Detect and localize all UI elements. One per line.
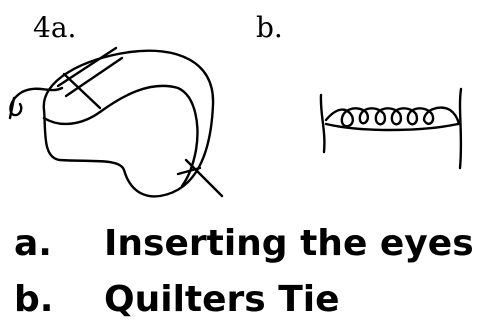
ear-inner-outline xyxy=(42,84,199,188)
figure-label-a: 4a. xyxy=(33,11,77,44)
thread-tail xyxy=(9,86,64,117)
ear-outer-outline xyxy=(42,49,215,198)
needle-line-2 xyxy=(64,56,124,98)
tie-bottom-line xyxy=(324,122,460,132)
caption-text: Inserting the eyes xyxy=(104,223,474,264)
caption-letter: b. xyxy=(14,279,54,320)
caption-letter: a. xyxy=(14,223,52,264)
needle-exit-2 xyxy=(176,166,202,176)
needle-line-1 xyxy=(56,46,118,88)
thread-tail-2 xyxy=(8,96,16,120)
sketch-figure: 4a. b. xyxy=(8,11,463,198)
tie-loops xyxy=(324,106,461,128)
sketch-drawing xyxy=(8,46,463,198)
tie-right-post xyxy=(458,87,463,170)
caption-item: a. Inserting the eyes xyxy=(0,216,493,272)
tie-left-post xyxy=(319,93,326,154)
needle-exit xyxy=(184,158,224,198)
caption-text: Quilters Tie xyxy=(104,279,340,320)
caption-item: b. Quilters Tie xyxy=(0,272,493,328)
needle-line-3 xyxy=(62,72,102,110)
figure-label-b: b. xyxy=(256,11,283,44)
